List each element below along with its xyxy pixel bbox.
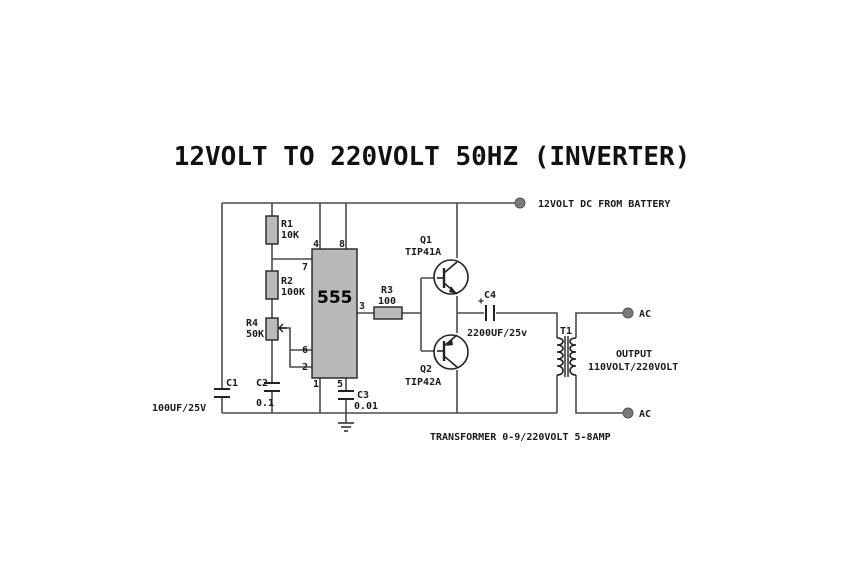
ic-pin-8: 8 [339,239,345,250]
ac-output-terminal-top [622,307,634,319]
capacitor-c2 [264,382,280,392]
ground-icon [338,422,354,432]
r2-ref: R2 [281,276,293,287]
r3-value: 100 [378,296,396,307]
ac-top-label: AC [639,309,651,320]
transformer-spec: TRANSFORMER 0-9/220VOLT 5-8AMP [430,432,611,443]
c2-ref: C2 [256,378,268,389]
ac-bottom-label: AC [639,409,651,420]
potentiometer-r4 [265,317,279,341]
capacitor-c4: + [478,296,495,321]
r2-value: 100K [281,287,305,298]
transistor-q1-npn [433,259,469,295]
battery-input-terminal [514,197,526,209]
c4-value: 2200UF/25v [467,328,527,339]
battery-input-label: 12VOLT DC FROM BATTERY [538,199,670,210]
q2-ref: Q2 [420,364,432,375]
r4-ref: R4 [246,318,258,329]
r3-ref: R3 [381,285,393,296]
r1-value: 10K [281,230,299,241]
resistor-r2 [265,270,279,300]
output-voltage-label: 110VOLT/220VOLT [588,362,678,373]
c3-ref: C3 [357,390,369,401]
ic-pin-7: 7 [302,262,308,273]
ic-pin-6: 6 [302,345,308,356]
ic-pin-1: 1 [313,379,319,390]
q1-part: TIP41A [405,247,441,258]
resistor-r3 [373,306,403,320]
c4-ref: C4 [484,290,496,301]
output-coupling-wire [457,312,558,413]
c2-value: 0.1 [256,398,274,409]
c1-ref: C1 [226,378,238,389]
r1-ref: R1 [281,219,293,230]
q2-part: TIP42A [405,377,441,388]
pot-wiper-arrow [278,323,287,333]
pin4-pin8-vcc-wire [319,203,347,249]
transistor-q2-pnp [433,334,469,370]
wires [221,202,624,423]
q1-ref: Q1 [420,235,432,246]
ic-pin-2: 2 [302,362,308,373]
t1-ref: T1 [560,326,572,337]
c1-value: 100UF/25V [152,403,206,414]
secondary-wire [575,312,624,414]
capacitor-c1 [214,388,230,398]
ic-pin-5: 5 [337,379,343,390]
ic-pin-4: 4 [313,239,319,250]
base-drive-wire [402,277,437,352]
diagram-title: 12VOLT TO 220VOLT 50HZ (INVERTER) [173,142,691,172]
ic-pin-3: 3 [359,301,365,312]
transformer-t1 [556,336,577,377]
ic-555-label: 555 [317,288,353,308]
ac-output-terminal-bottom [622,407,634,419]
c4-plus-sign: + [478,296,484,307]
capacitor-c3 [338,390,354,400]
c3-value: 0.01 [354,401,378,412]
output-label: OUTPUT [616,349,652,360]
r4-value: 50K [246,329,264,340]
ic-555-body [311,248,358,379]
resistor-r1 [265,215,279,245]
